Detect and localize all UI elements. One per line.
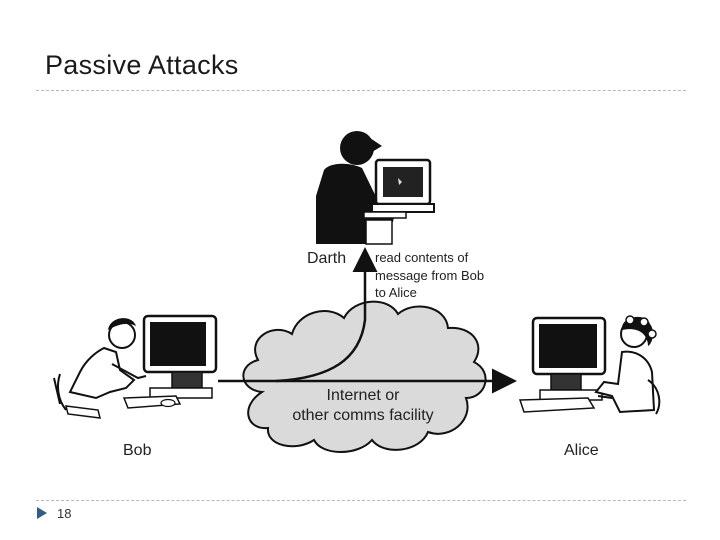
alice-workstation-icon xyxy=(518,315,661,415)
cloud-icon xyxy=(242,300,487,453)
title-divider xyxy=(36,90,686,91)
network-label-line: other comms facility xyxy=(292,407,434,424)
darth-note: read contents of message from Bob to Ali… xyxy=(375,249,505,302)
triangle-bullet-icon xyxy=(37,507,47,519)
bob-label: Bob xyxy=(123,442,152,459)
footer-divider xyxy=(36,500,686,501)
darth-label: Darth xyxy=(307,250,347,267)
alice-label: Alice xyxy=(564,442,599,459)
darth-note-line: read contents of xyxy=(375,250,469,265)
darth-note-line: message from Bob xyxy=(375,267,485,283)
network-label: Internet or other comms facility xyxy=(268,386,458,426)
darth-silhouette-icon xyxy=(316,131,435,245)
intercept-arrow xyxy=(275,247,378,383)
network-label-line: Internet or xyxy=(326,387,400,404)
slide-title: Passive Attacks xyxy=(45,50,239,80)
darth-note-line: to Alice xyxy=(375,285,417,300)
page-number: 18 xyxy=(57,506,72,521)
bob-workstation-icon xyxy=(53,314,218,419)
